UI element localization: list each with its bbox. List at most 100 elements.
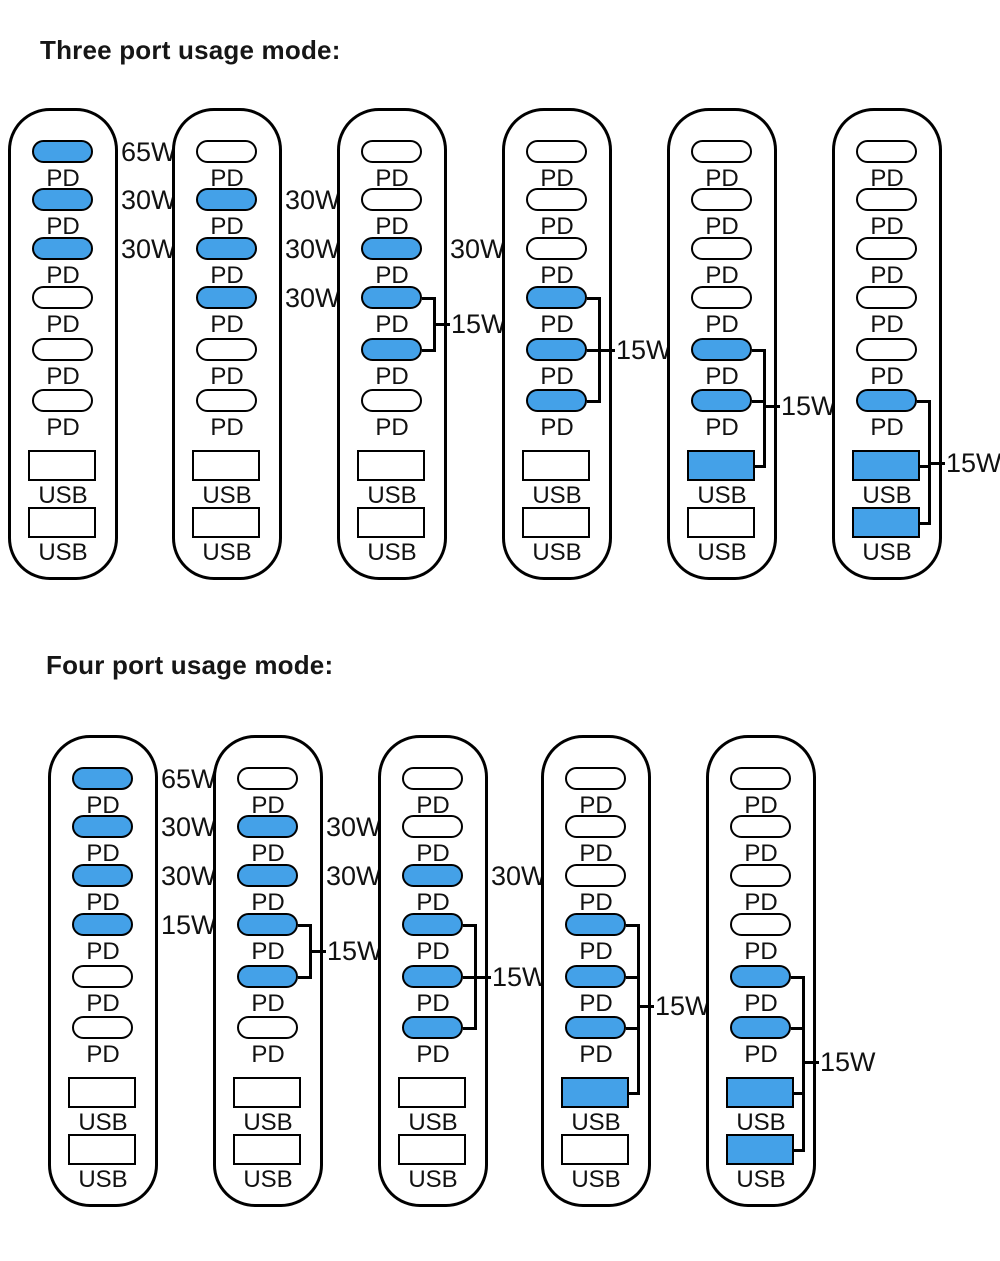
port-label: PD [251,1041,285,1068]
usb-port-slot [398,1077,466,1108]
port-label: PD [416,990,450,1017]
port-label: USB [408,1109,458,1136]
usb-port-slot [398,1134,466,1165]
pd-port-pill [237,815,298,838]
usb-port-slot [28,450,96,481]
bracket-watt-label: 15W [616,335,672,365]
pd-port-pill [402,864,463,887]
pd-port-pill [196,140,257,163]
bracket-stub [791,975,805,979]
port-label: USB [367,482,417,509]
pd-port-pill [361,286,422,309]
bracket-watt-label: 15W [655,991,711,1021]
watt-label: 65W [161,764,217,794]
port-label: PD [705,311,739,338]
port-label: PD [210,414,244,441]
port-label: USB [736,1109,786,1136]
bracket-watt-label: 15W [946,448,1000,478]
port-label: USB [38,539,88,566]
port-label: PD [46,213,80,240]
usb-port-slot [68,1077,136,1108]
bracket-stub [917,399,931,403]
pd-port-pill [361,237,422,260]
pd-port-pill [361,140,422,163]
pd-port-pill [72,767,133,790]
watt-label: 30W [491,861,547,891]
port-label: PD [210,213,244,240]
port-label: PD [46,414,80,441]
port-label: PD [579,889,613,916]
port-label: USB [408,1166,458,1193]
usb-port-slot [522,507,590,538]
port-label: USB [862,539,912,566]
usb-port-slot [68,1134,136,1165]
pd-port-pill [856,140,917,163]
pd-port-pill [526,188,587,211]
bracket-stub [463,1026,477,1030]
pd-port-pill [361,338,422,361]
pd-port-pill [72,815,133,838]
port-label: PD [870,165,904,192]
port-label: PD [210,363,244,390]
pd-port-pill [196,338,257,361]
bracket-stub [752,348,766,352]
port-label: PD [375,213,409,240]
port-label: PD [705,262,739,289]
pd-port-pill [730,965,791,988]
port-label: PD [416,1041,450,1068]
port-label: PD [744,938,778,965]
bracket-watt-label: 15W [492,962,548,992]
pd-port-pill [32,389,93,412]
watt-label: 30W [450,234,506,264]
usb-port-slot [357,507,425,538]
pd-port-pill [691,389,752,412]
watt-label: 30W [285,283,341,313]
watt-label: 30W [326,861,382,891]
pd-port-pill [691,286,752,309]
pd-port-pill [730,767,791,790]
port-label: PD [870,311,904,338]
port-label: PD [540,363,574,390]
pd-port-pill [856,286,917,309]
port-label: PD [705,414,739,441]
bracket-lead [802,1060,819,1064]
charger-panel [378,735,488,1207]
port-label: USB [78,1166,128,1193]
port-label: PD [375,311,409,338]
port-label: PD [251,938,285,965]
pd-port-pill [361,188,422,211]
pd-port-pill [402,913,463,936]
pd-port-pill [526,389,587,412]
pd-port-pill [526,286,587,309]
usb-port-slot [28,507,96,538]
port-label: PD [251,889,285,916]
pd-port-pill [237,864,298,887]
port-label: USB [697,482,747,509]
pd-port-pill [72,864,133,887]
bracket-spine [763,348,766,468]
port-label: PD [86,889,120,916]
port-label: USB [532,482,582,509]
bracket-stub [587,296,601,300]
port-label: USB [697,539,747,566]
pd-port-pill [237,913,298,936]
usb-port-slot [687,450,755,481]
pd-port-pill [72,913,133,936]
pd-port-pill [730,1016,791,1039]
port-label: PD [416,889,450,916]
bracket-stub [298,975,312,979]
bracket-lead [433,322,450,326]
port-label: PD [46,262,80,289]
port-label: PD [86,792,120,819]
port-label: PD [744,792,778,819]
pd-port-pill [565,767,626,790]
pd-port-pill [237,1016,298,1039]
pd-port-pill [691,338,752,361]
port-label: PD [416,938,450,965]
usb-port-slot [357,450,425,481]
port-label: PD [210,262,244,289]
pd-port-pill [402,767,463,790]
port-label: PD [579,938,613,965]
port-label: USB [736,1166,786,1193]
